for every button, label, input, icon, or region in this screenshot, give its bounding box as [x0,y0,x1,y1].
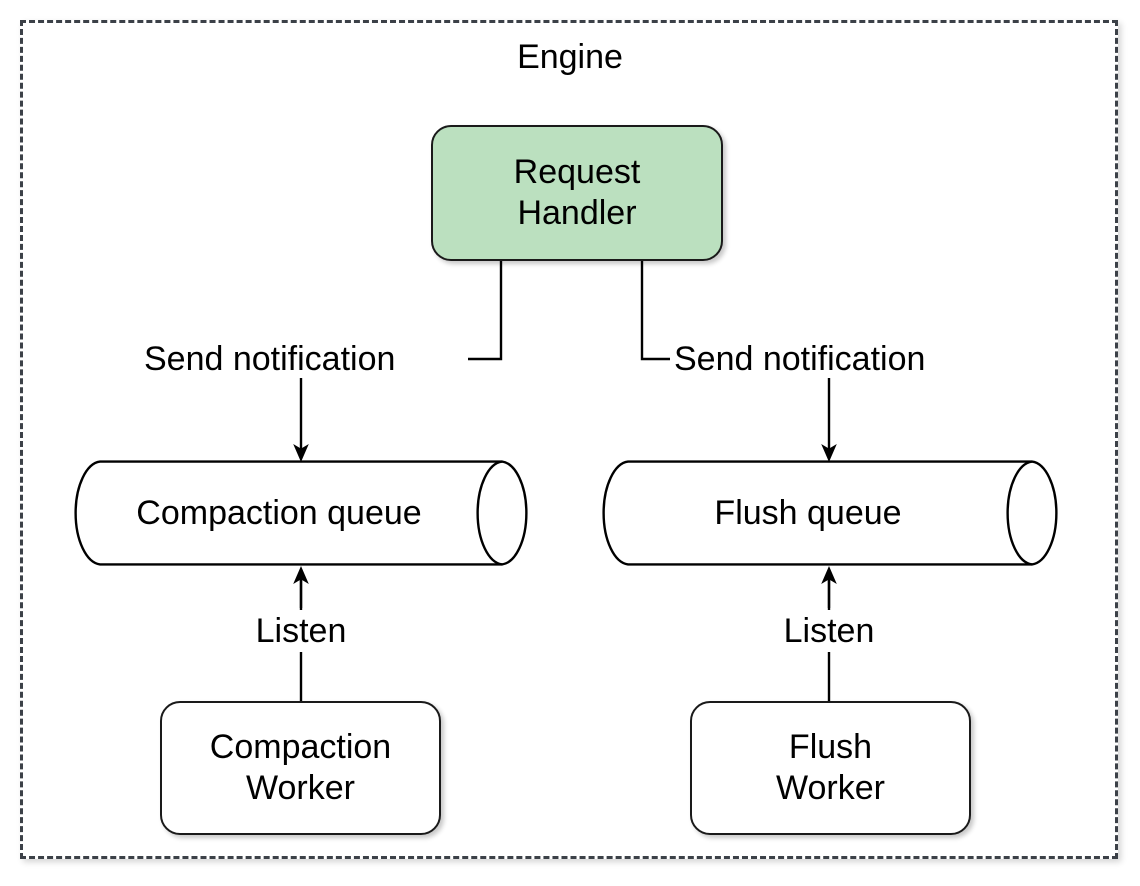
edge-label-send-notification-right: Send notification [670,340,930,378]
node-request-handler-label: Request Handler [514,152,641,234]
arrowhead-down-right [821,444,837,462]
node-flush-worker-label: Flush Worker [776,727,885,809]
node-request-handler-label-line1: Request [513,153,641,191]
node-flush-worker-label-line1: Flush [788,728,873,766]
engine-boundary [20,20,1118,859]
node-flush-worker-label-line2: Worker [776,769,885,807]
node-flush-queue-label: Flush queue [714,494,902,532]
edge-label-listen-left: Listen [221,610,381,652]
node-flush-queue[interactable]: Flush queue [602,460,1058,566]
arrowhead-up-right [821,566,837,584]
compaction-queue-shape [74,460,528,566]
edge-elbow-left [468,261,503,361]
flush-queue-shape [602,460,1058,566]
node-compaction-worker-label-line1: Compaction [209,728,392,766]
node-compaction-queue-label: Compaction queue [136,494,422,532]
node-compaction-worker[interactable]: Compaction Worker [160,701,441,835]
arrowhead-down-left [293,444,309,462]
edge-label-listen-right: Listen [749,610,909,652]
arrowhead-up-left [293,566,309,584]
engine-title: Engine [517,38,623,76]
edge-label-send-notification-left: Send notification [140,340,400,378]
node-request-handler[interactable]: Request Handler [431,125,723,261]
node-request-handler-label-line2: Handler [517,194,637,232]
edge-elbow-right [640,261,672,361]
node-compaction-queue[interactable]: Compaction queue [74,460,528,566]
node-compaction-worker-label-line2: Worker [246,769,355,807]
node-compaction-worker-label: Compaction Worker [210,727,391,809]
node-flush-worker[interactable]: Flush Worker [690,701,971,835]
